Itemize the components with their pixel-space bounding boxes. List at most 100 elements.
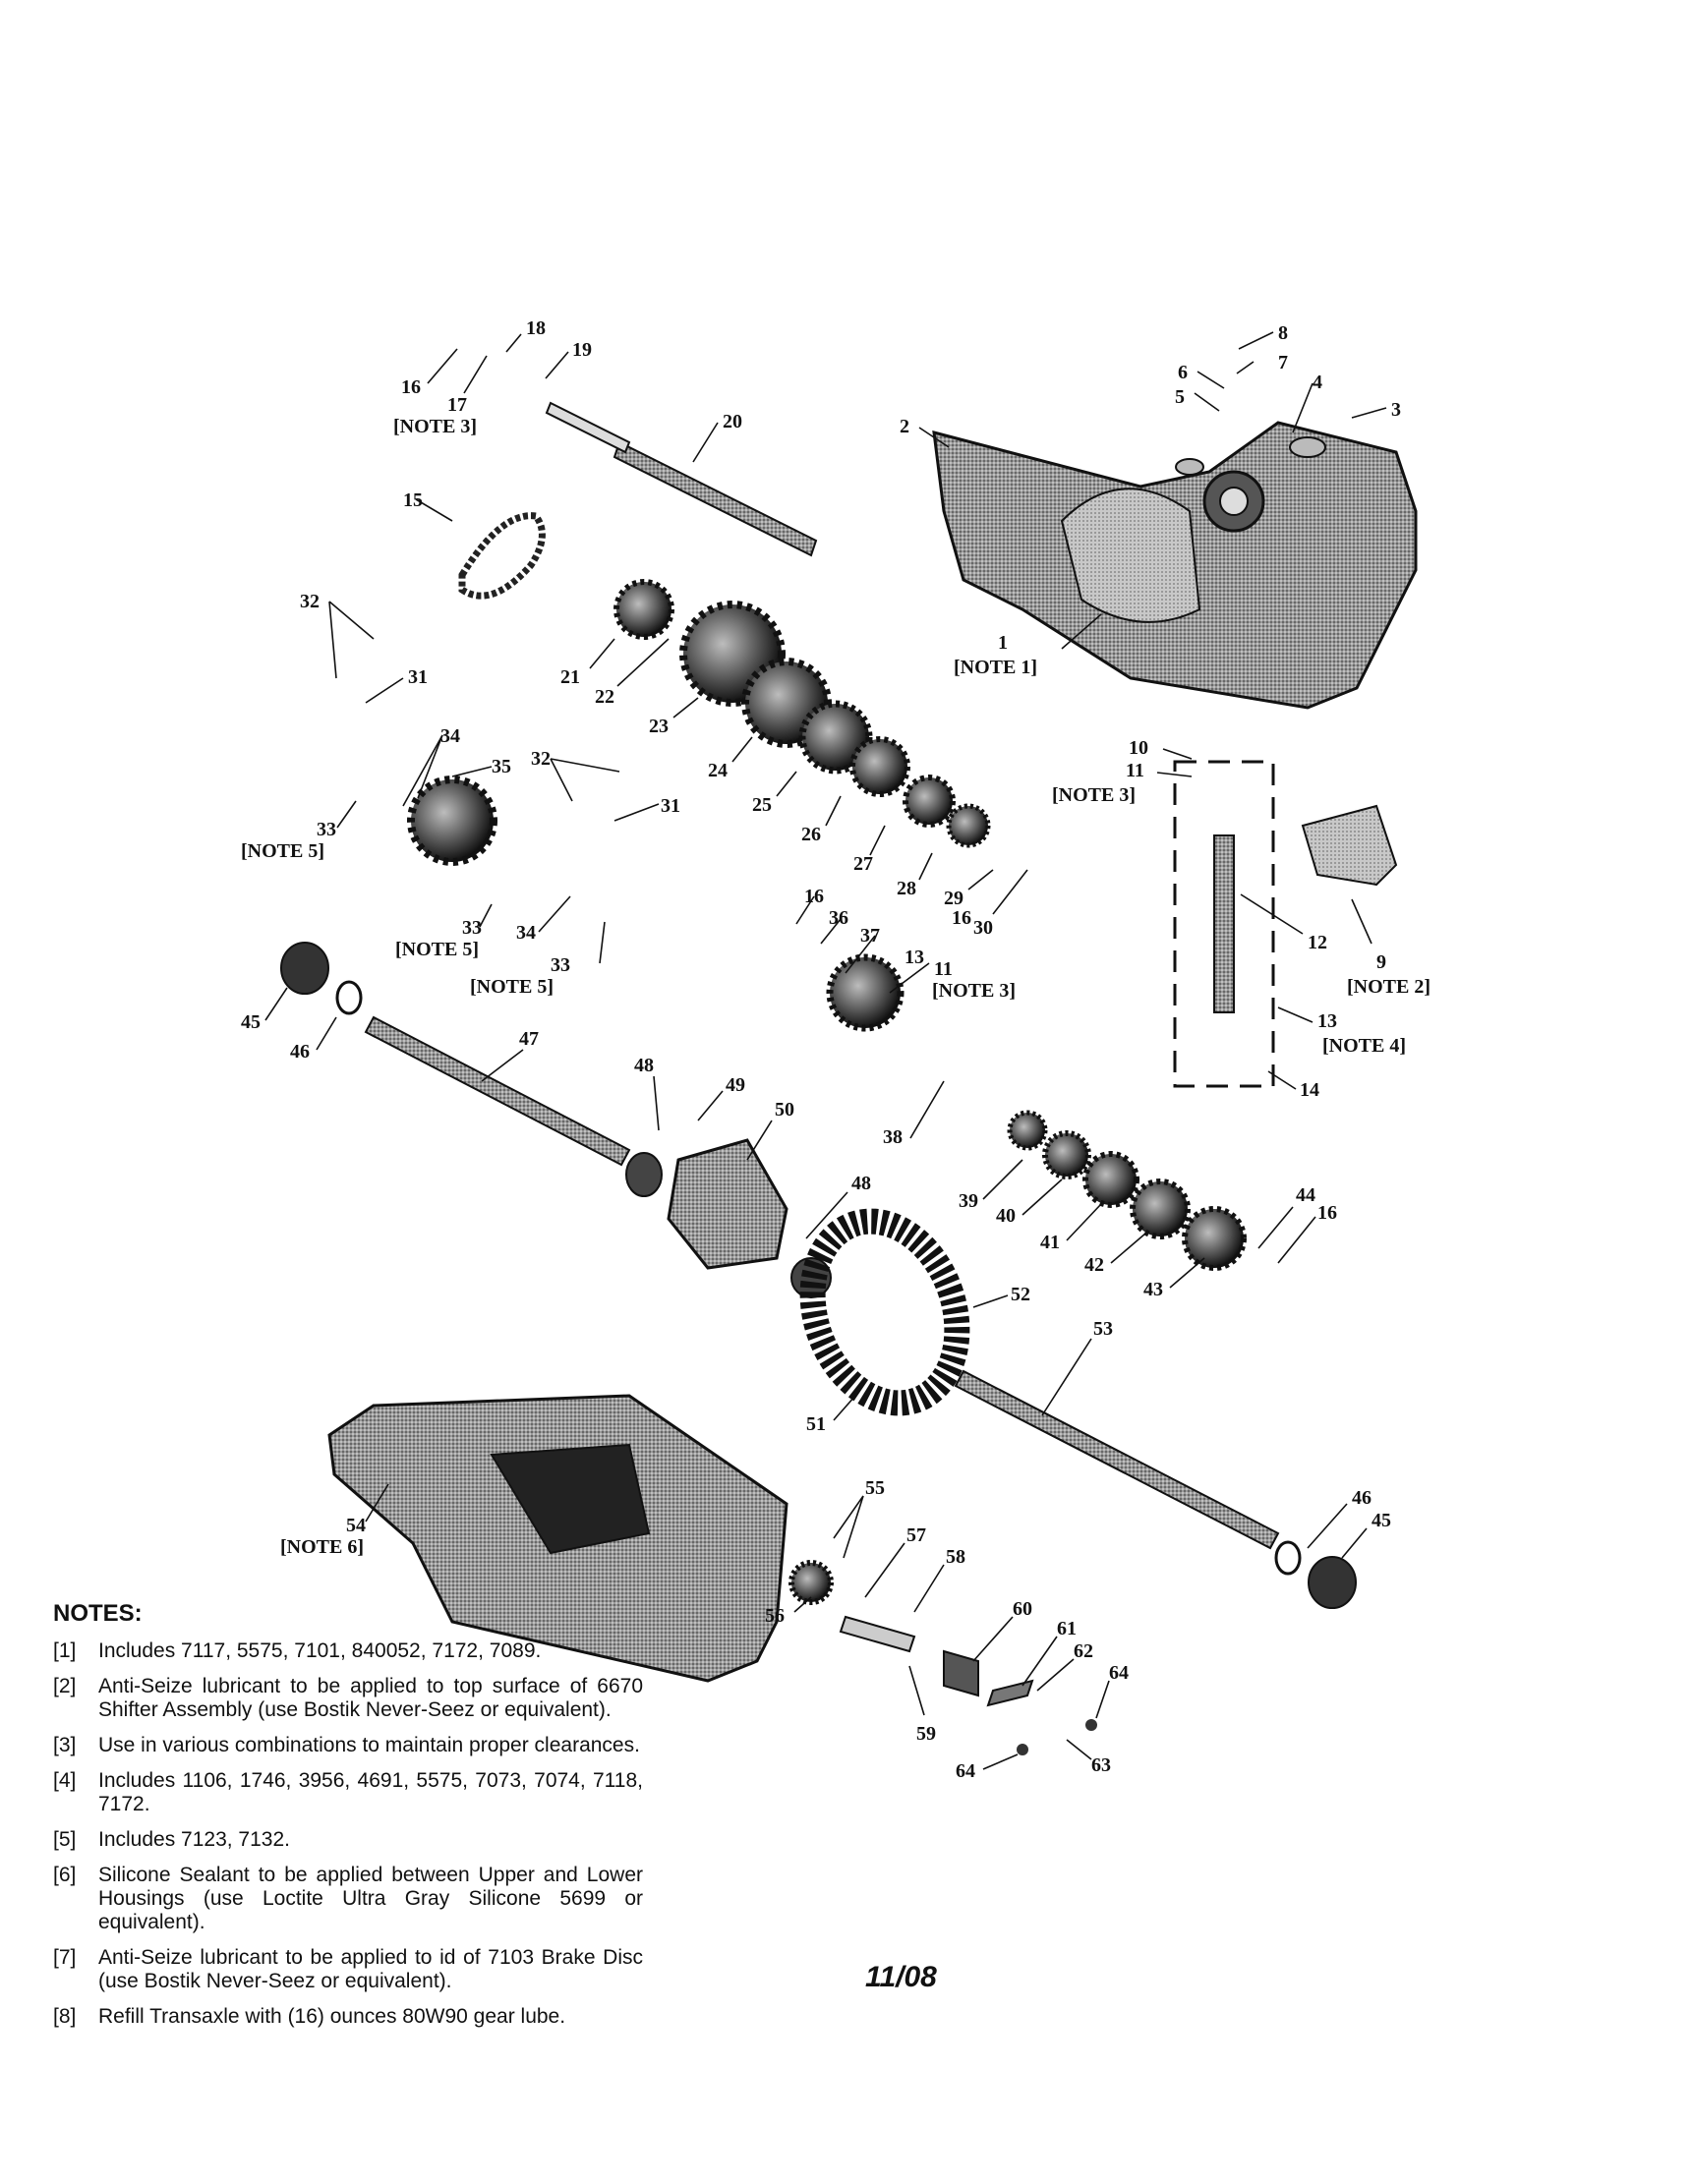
callout-41: 41 [1040,1232,1060,1253]
callout-37: 37 [860,925,880,947]
callout-16d: 16 [1317,1202,1337,1224]
callout-33b: 33 [462,917,482,939]
note-number: [5] [53,1828,77,1851]
callout-34b: 34 [516,922,536,944]
callout-28: 28 [897,878,916,899]
ring-gear-51 [799,1208,970,1416]
callout-33: 33 [317,819,336,840]
callout-6: 6 [1178,362,1188,383]
callout-18: 18 [526,317,546,339]
callout-23: 23 [649,716,669,737]
upper-housing [932,421,1418,710]
callout-11-note: [NOTE 3] [1052,784,1136,806]
callout-8: 8 [1278,322,1288,344]
lower-housing [327,1394,788,1683]
callout-46: 46 [290,1041,310,1063]
note-text: Silicone Sealant to be applied between U… [98,1864,643,1933]
note-text: Includes 7123, 7132. [98,1828,290,1851]
callout-24: 24 [708,760,728,781]
note-text: Anti-Seize lubricant to be applied to to… [98,1675,643,1721]
callout-9: 9 [1376,951,1386,973]
callout-20: 20 [723,411,742,432]
note-number: [4] [53,1769,77,1792]
callout-11: 11 [1126,760,1144,781]
callout-33-note: [NOTE 5] [241,840,324,862]
callout-57: 57 [906,1524,926,1546]
callout-33b-note: [NOTE 5] [395,939,479,960]
callout-38: 38 [883,1126,903,1148]
callout-36: 36 [829,907,848,929]
note-number: [3] [53,1734,77,1756]
callout-16c: 16 [804,886,824,907]
callout-61: 61 [1057,1618,1077,1639]
callout-32: 32 [300,591,320,612]
note-item: [7] Anti-Seize lubricant to be applied t… [53,1946,643,1993]
callout-3: 3 [1391,399,1401,421]
callout-48b: 48 [851,1173,871,1194]
callout-32b: 32 [531,748,551,770]
shaft-20 [545,401,818,557]
callout-64: 64 [1109,1662,1129,1684]
gears [407,579,1247,1271]
callout-31b: 31 [661,795,680,817]
callout-44: 44 [1296,1184,1315,1206]
note-item: [3] Use in various combinations to maint… [53,1734,643,1757]
callout-54-note: [NOTE 6] [280,1536,364,1558]
note-number: [1] [53,1639,77,1662]
callout-56: 56 [765,1605,785,1627]
callout-29: 29 [944,888,963,909]
axle-47 [280,942,631,1167]
callout-55: 55 [865,1477,885,1499]
callout-33c-note: [NOTE 5] [470,976,554,998]
callout-1: 1 [998,632,1008,654]
callout-11b: 11 [934,958,953,980]
note-item: [5] Includes 7123, 7132. [53,1828,643,1852]
callout-7: 7 [1278,352,1288,374]
callout-60: 60 [1013,1598,1032,1620]
note-item: [2] Anti-Seize lubricant to be applied t… [53,1675,643,1722]
note-item: [4] Includes 1106, 1746, 3956, 4691, 557… [53,1769,643,1816]
callout-63: 63 [1091,1754,1111,1776]
callout-16b: 16 [952,907,971,929]
callout-40: 40 [996,1205,1016,1227]
note-text: Includes 1106, 1746, 3956, 4691, 5575, 7… [98,1769,643,1815]
callout-27: 27 [853,853,873,875]
note-text: Use in various combinations to maintain … [98,1734,640,1756]
callout-64b: 64 [956,1760,975,1782]
brake-parts [788,1560,1097,1755]
callout-5: 5 [1175,386,1185,408]
note-item: [6] Silicone Sealant to be applied betwe… [53,1864,643,1934]
differential-50 [625,1138,832,1298]
chain-15 [458,512,546,600]
callout-17: 17 [447,394,467,416]
callout-45b: 45 [1372,1510,1391,1531]
note-text: Refill Transaxle with (16) ounces 80W90 … [98,2005,566,2028]
note-text: Anti-Seize lubricant to be applied to id… [98,1946,643,1992]
callout-16: 16 [401,376,421,398]
note-text: Includes 7117, 5575, 7101, 840052, 7172,… [98,1639,542,1662]
callout-21: 21 [560,666,580,688]
note-item: [1] Includes 7117, 5575, 7101, 840052, 7… [53,1639,643,1663]
callout-1-note: [NOTE 1] [954,657,1037,678]
callout-62: 62 [1074,1640,1093,1662]
callout-52: 52 [1011,1284,1030,1305]
callout-26: 26 [801,824,821,845]
callout-13-note: [NOTE 4] [1322,1035,1406,1057]
note-number: [6] [53,1864,77,1886]
callout-53: 53 [1093,1318,1113,1340]
callout-15: 15 [403,489,423,511]
callout-13b: 13 [905,947,924,968]
callout-9-note: [NOTE 2] [1347,976,1430,998]
revision-date: 11/08 [865,1961,937,1993]
callout-25: 25 [752,794,772,816]
callout-42: 42 [1084,1254,1104,1276]
callout-43: 43 [1143,1279,1163,1300]
note-number: [7] [53,1946,77,1969]
callout-54: 54 [346,1515,366,1536]
callout-34: 34 [440,725,460,747]
shifter-assembly-box [1173,760,1398,1088]
callout-10: 10 [1129,737,1148,759]
note-number: [2] [53,1675,77,1697]
callout-35: 35 [492,756,511,777]
